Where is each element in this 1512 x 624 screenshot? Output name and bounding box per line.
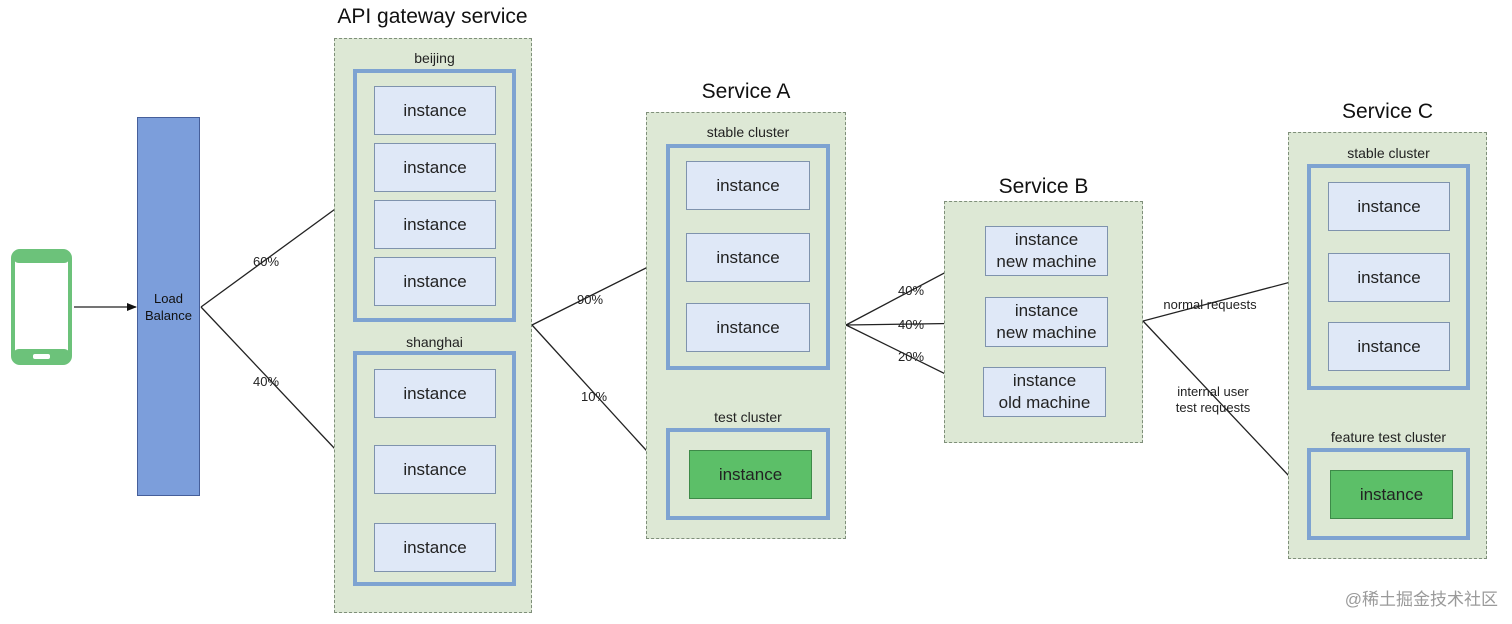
service-b-title: Service B xyxy=(998,175,1089,198)
service-c-stable-instance: instance xyxy=(1328,322,1450,371)
watermark: @稀土掘金技术社区 xyxy=(1344,590,1498,609)
edge-label-b-c-feature: internal user test requests xyxy=(1158,384,1268,416)
service-c-feature-label: feature test cluster xyxy=(1330,429,1447,445)
service-a-title: Service A xyxy=(701,80,791,103)
phone-icon xyxy=(11,249,72,365)
service-b-instance-line1: instance xyxy=(1012,371,1077,390)
service-a-stable-instance: instance xyxy=(686,233,810,282)
arrow-lb-to-beijing xyxy=(200,195,354,308)
service-b-instance: instance old machine xyxy=(983,367,1106,417)
gateway-shanghai-instance: instance xyxy=(374,369,496,418)
beijing-label: beijing xyxy=(414,50,455,66)
load-balancer: Load Balance xyxy=(137,117,200,496)
service-b-instance-line2: new machine xyxy=(996,323,1097,342)
edge-label-a-b1: 40% xyxy=(897,283,925,298)
service-a-stable-instance: instance xyxy=(686,161,810,210)
service-a-stable-cluster xyxy=(666,144,830,370)
edge-label-lb-beijing: 60% xyxy=(252,254,280,269)
service-c-stable-instance: instance xyxy=(1328,182,1450,231)
shanghai-cluster xyxy=(353,351,516,586)
service-a-test-cluster xyxy=(666,428,830,520)
service-c-title: Service C xyxy=(1341,100,1434,123)
load-balancer-label-line1: Load xyxy=(154,290,183,306)
arrow-gw-to-test xyxy=(531,324,667,473)
service-c-stable-label: stable cluster xyxy=(1347,145,1430,161)
edge-label-a-b3: 20% xyxy=(897,349,925,364)
gateway-beijing-instance: instance xyxy=(374,257,496,306)
edge-label-b-c-feature-line2: test requests xyxy=(1175,400,1251,415)
gateway-beijing-instance: instance xyxy=(374,200,496,249)
gateway-title: API gateway service xyxy=(337,5,528,28)
edge-label-b-c-stable: normal requests xyxy=(1163,297,1257,312)
arrow-gw-to-stable xyxy=(531,257,667,326)
service-c-stable-instance: instance xyxy=(1328,253,1450,302)
service-c-feature-cluster xyxy=(1307,448,1470,540)
service-b-instance-line1: instance xyxy=(1014,230,1079,249)
service-a-stable-instance: instance xyxy=(686,303,810,352)
edge-label-gw-stable: 90% xyxy=(576,292,604,307)
arrow-b-to-c-feature xyxy=(1142,320,1307,495)
beijing-cluster xyxy=(353,69,516,322)
service-a-test-label: test cluster xyxy=(714,409,782,425)
arrow-b-to-c-stable xyxy=(1142,276,1307,322)
edge-label-a-b2: 40% xyxy=(897,317,925,332)
edge-label-lb-shanghai: 40% xyxy=(252,374,280,389)
load-balancer-label-line2: Balance xyxy=(145,307,192,323)
gateway-beijing-instance: instance xyxy=(374,143,496,192)
service-b-instance-line1: instance xyxy=(1014,301,1079,320)
gateway-shanghai-instance: instance xyxy=(374,523,496,572)
edge-label-gw-test: 10% xyxy=(580,389,608,404)
service-b-instance: instance new machine xyxy=(985,297,1108,347)
service-c-feature-instance: instance xyxy=(1330,470,1453,519)
edge-label-b-c-feature-line1: internal user xyxy=(1177,384,1249,399)
service-c-stable-cluster xyxy=(1307,164,1470,390)
service-a-stable-label: stable cluster xyxy=(706,124,790,140)
service-b-instance-line2: new machine xyxy=(996,252,1097,271)
gateway-shanghai-instance: instance xyxy=(374,445,496,494)
shanghai-label: shanghai xyxy=(406,334,463,350)
arrow-lb-to-shanghai xyxy=(200,306,354,469)
gateway-beijing-instance: instance xyxy=(374,86,496,135)
service-a-test-instance: instance xyxy=(689,450,812,499)
service-b-instance-line2: old machine xyxy=(998,393,1091,412)
service-b-instance: instance new machine xyxy=(985,226,1108,276)
